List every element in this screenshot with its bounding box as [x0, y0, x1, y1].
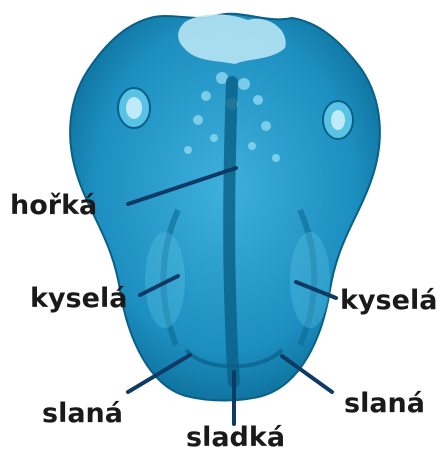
left-sour-zone — [145, 232, 185, 328]
left-side-oval-inner — [126, 97, 142, 119]
label-salty-left: slaná — [42, 400, 123, 427]
label-sour-right: kyselá — [340, 287, 437, 314]
label-sour-left: kyselá — [30, 285, 127, 312]
label-bitter: hořká — [10, 192, 97, 219]
label-sweet: sladká — [186, 424, 285, 451]
right-side-oval-inner — [331, 110, 345, 130]
label-salty-right: slaná — [344, 390, 425, 417]
median-groove — [229, 82, 234, 382]
